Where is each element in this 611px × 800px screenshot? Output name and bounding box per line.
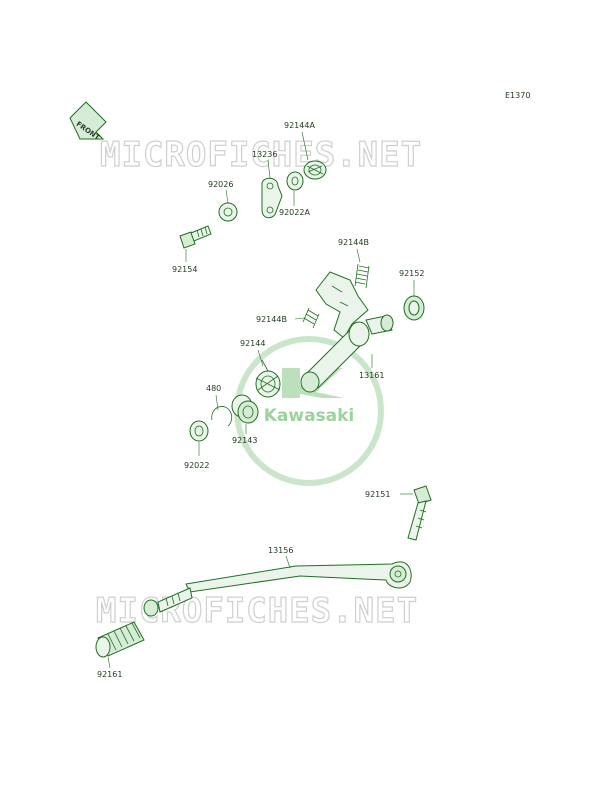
- label-92152: 92152: [399, 269, 424, 278]
- spring-92144b-top-icon: [354, 263, 370, 289]
- label-92144a: 92144A: [284, 121, 315, 130]
- label-13161: 13161: [359, 371, 384, 380]
- logo-text: Kawasaki: [264, 406, 355, 426]
- kawasaki-logo: Kawasaki: [234, 336, 384, 486]
- shift-pedal-13156-icon: [143, 561, 412, 617]
- diagram-code: E1370: [505, 91, 530, 100]
- washer-92022-icon: [189, 420, 209, 442]
- label-92144: 92144: [240, 339, 265, 348]
- bolt-92154-icon: [179, 225, 212, 249]
- label-92154: 92154: [172, 265, 197, 274]
- collar-92026-icon: [218, 202, 238, 222]
- label-92143: 92143: [232, 436, 257, 445]
- front-arrow-icon: FRONT: [69, 101, 107, 142]
- circlip-480-icon: [211, 406, 233, 427]
- watermark-top: MICROFICHES.NET: [100, 135, 422, 175]
- label-13156: 13156: [268, 546, 293, 555]
- spring-92144a-icon: [303, 160, 327, 180]
- torsion-spring-92144-icon: [255, 359, 281, 398]
- label-92151: 92151: [365, 490, 390, 499]
- collar-92143-icon: [231, 394, 259, 424]
- link-arm-13236-icon: [261, 177, 283, 219]
- washer-92022a-icon: [286, 171, 304, 191]
- label-92144b-top: 92144B: [338, 238, 369, 247]
- spring-92144b-mid-icon: [302, 307, 320, 329]
- label-92022: 92022: [184, 461, 209, 470]
- bolt-92151-icon: [407, 485, 432, 541]
- label-92144b-mid: 92144B: [256, 315, 287, 324]
- label-92026: 92026: [208, 180, 233, 189]
- label-92161: 92161: [97, 670, 122, 679]
- label-92022a: 92022A: [279, 208, 310, 217]
- label-13236: 13236: [252, 150, 277, 159]
- oil-seal-92152-icon: [403, 295, 425, 321]
- rubber-peg-92161-icon: [95, 621, 145, 658]
- shift-shaft-13161-icon: [300, 271, 394, 393]
- label-480: 480: [206, 384, 221, 393]
